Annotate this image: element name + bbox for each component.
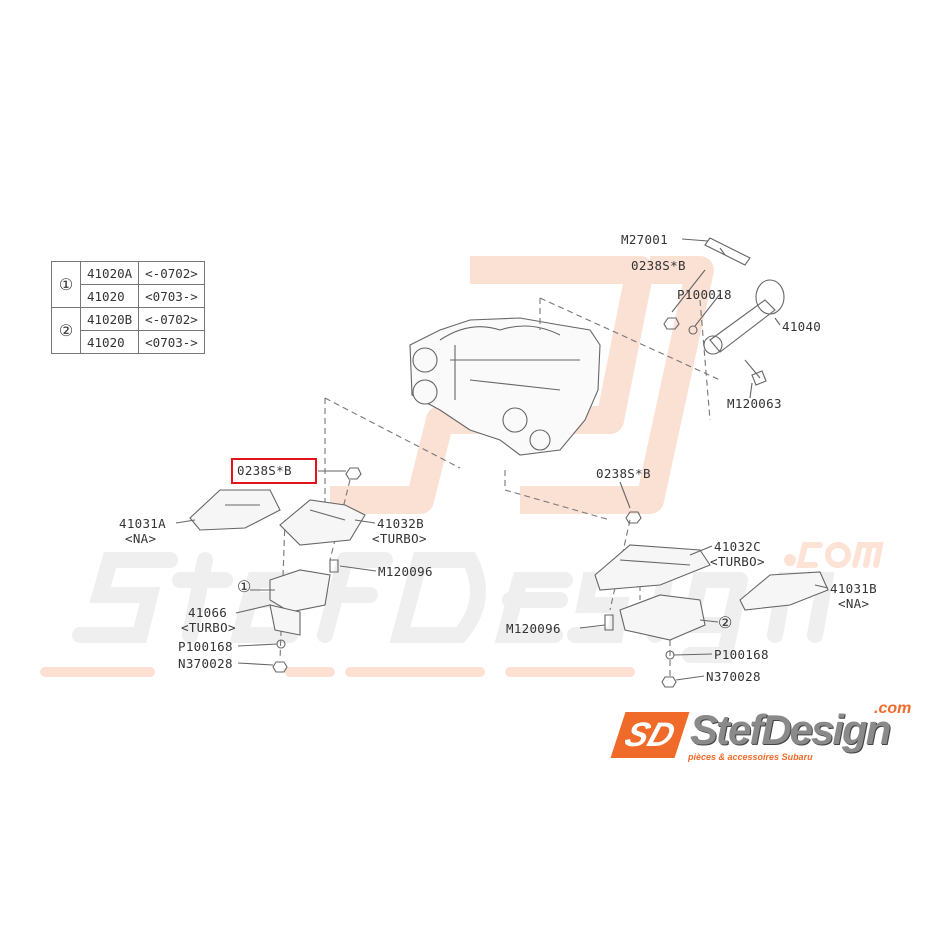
label-41066[interactable]: 41066 <box>188 605 228 620</box>
label-na-right: <NA> <box>838 596 870 611</box>
table-row: 41020<0703-> <box>52 330 205 354</box>
logo-com: .com <box>874 700 912 717</box>
ref-1: ① <box>51 261 81 308</box>
date-range: <-0702> <box>138 261 205 285</box>
date-range: <0703-> <box>138 330 205 354</box>
engine-block <box>409 317 601 456</box>
label-nut-highlighted[interactable]: 0238S*B <box>237 463 292 478</box>
label-na-left: <NA> <box>125 531 157 546</box>
mount-41066 <box>269 569 331 636</box>
date-range: <0703-> <box>138 284 205 308</box>
watermark-com <box>784 542 884 568</box>
label-nut-top[interactable]: 0238S*B <box>631 258 686 273</box>
label-m120063[interactable]: M120063 <box>727 396 782 411</box>
label-m120096-right[interactable]: M120096 <box>506 621 561 636</box>
date-range: <-0702> <box>138 307 205 331</box>
label-p100018[interactable]: P100018 <box>677 287 732 302</box>
table-row: 41020<0703-> <box>52 284 205 308</box>
label-ref-1: ① <box>237 577 252 596</box>
label-m120096-left[interactable]: M120096 <box>378 564 433 579</box>
label-p100168-left[interactable]: P100168 <box>178 639 233 654</box>
label-n370028-right[interactable]: N370028 <box>706 669 761 684</box>
mount-41031A <box>189 489 281 531</box>
brand-logo: SD StefDesign .com pièces & accessoires … <box>610 700 922 766</box>
label-n370028-left[interactable]: N370028 <box>178 656 233 671</box>
label-41031a[interactable]: 41031A <box>119 516 166 531</box>
label-nut-right[interactable]: 0238S*B <box>596 466 651 481</box>
highlight-box <box>231 458 317 484</box>
label-turbo-c: <TURBO> <box>710 554 765 569</box>
label-41032b[interactable]: 41032B <box>377 516 424 531</box>
part-number: 41020A <box>79 261 140 285</box>
mount-41032B <box>279 499 366 546</box>
part-number: 41020B <box>79 307 140 331</box>
part-number: 41020 <box>79 330 140 354</box>
logo-brand: StefDesign <box>690 706 891 753</box>
logo-mark: SD <box>610 712 690 758</box>
label-turbo-66: <TURBO> <box>181 620 236 635</box>
mount-41031B <box>739 571 829 611</box>
logo-tagline: pièces & accessoires Subaru <box>688 752 813 762</box>
torque-rod-41040 <box>663 237 785 386</box>
label-41040[interactable]: 41040 <box>782 319 822 334</box>
mount-41032C <box>594 544 711 591</box>
label-turbo-b: <TURBO> <box>372 531 427 546</box>
label-m27001[interactable]: M27001 <box>621 232 668 247</box>
label-p100168-right[interactable]: P100168 <box>714 647 769 662</box>
mount-2 <box>619 594 706 641</box>
label-41031b[interactable]: 41031B <box>830 581 877 596</box>
part-number: 41020 <box>79 284 140 308</box>
label-ref-2: ② <box>718 613 733 632</box>
label-41032c[interactable]: 41032C <box>714 539 761 554</box>
ref-2: ② <box>51 307 81 354</box>
